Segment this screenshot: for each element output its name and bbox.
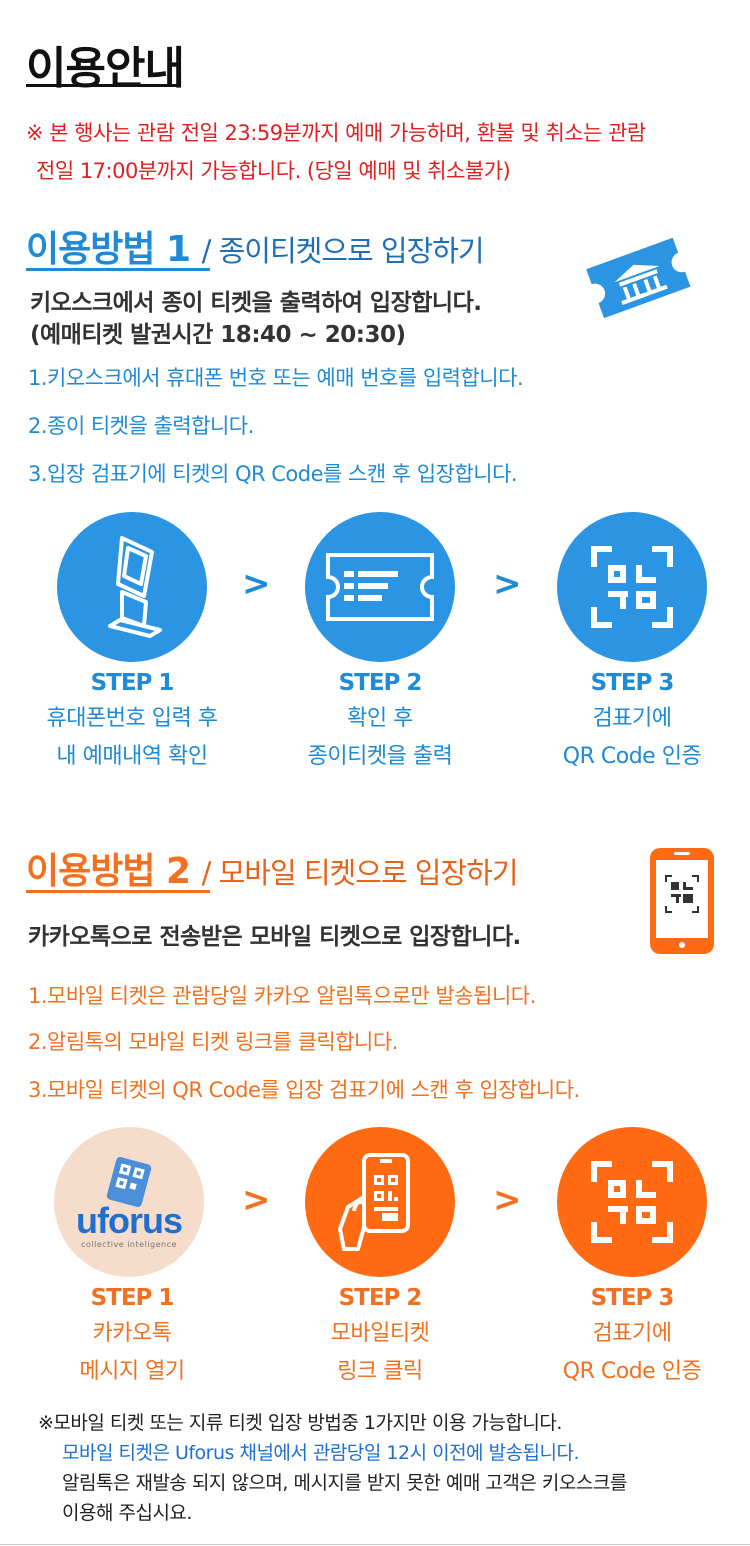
hand-phone-qr-icon <box>305 1127 455 1277</box>
method2-heading-label: 이용방법 2 <box>26 851 191 892</box>
method2-step-2-line2: 링크 클릭 <box>337 1359 423 1384</box>
method1-step-text-1: 1.키오스크에서 휴대폰 번호 또는 예매 번호를 입력합니다. <box>28 366 524 390</box>
method2-step-1-line2: 메시지 열기 <box>79 1359 185 1384</box>
method1-step-1: STEP 1 휴대폰번호 입력 후 내 예매내역 확인 <box>12 670 252 776</box>
method2-heading-underline <box>26 890 210 893</box>
footer-line-1: ※모바일 티켓 또는 지류 티켓 입장 방법중 1가지만 이용 가능합니다. <box>38 1412 562 1434</box>
method1-heading-label: 이용방법 1 <box>26 229 191 270</box>
ticket-icon <box>305 512 455 662</box>
method1-step-1-label: STEP 1 <box>90 670 175 696</box>
kiosk-icon <box>57 512 207 662</box>
uforus-logo-text: uforus <box>76 1199 183 1241</box>
method2-step-2-label: STEP 2 <box>338 1285 423 1311</box>
method2-heading: 이용방법 2 / 모바일 티켓으로 입장하기 <box>26 842 519 894</box>
method1-lead-1: 키오스크에서 종이 티켓을 출력하여 입장합니다. <box>30 290 482 316</box>
step-arrow-3: > <box>242 1180 271 1220</box>
method1-subheading: / 종이티켓으로 입장하기 <box>201 234 485 268</box>
uforus-ticket-qr-icon <box>106 1156 152 1207</box>
method1-step-2: STEP 2 확인 후 종이티켓을 출력 <box>260 670 500 776</box>
method2-subheading: / 모바일 티켓으로 입장하기 <box>201 856 519 890</box>
footer-line-4: 이용해 주십시요. <box>62 1502 192 1524</box>
method2-step-3-line2: QR Code 인증 <box>562 1359 702 1384</box>
step-arrow-4: > <box>493 1180 522 1220</box>
qr-scan-icon-2 <box>557 1127 707 1277</box>
uforus-logo: uforus collective inteligence <box>54 1127 204 1277</box>
method1-step-1-line1: 휴대폰번호 입력 후 <box>46 706 218 731</box>
notice-line-1: ※ 본 행사는 관람 전일 23:59분까지 예매 가능하며, 환불 및 취소는… <box>26 121 646 145</box>
uforus-logo-wordmark: uforus <box>76 1199 183 1241</box>
method1-step-2-line2: 종이티켓을 출력 <box>307 744 453 769</box>
method1-heading-underline <box>26 268 210 271</box>
method1-step-2-label: STEP 2 <box>338 670 423 696</box>
step-arrow-1: > <box>242 564 271 604</box>
footer-line-2: 모바일 티켓은 Uforus 채널에서 관람당일 12시 이전에 발송됩니다. <box>62 1442 580 1464</box>
method1-step-1-line2: 내 예매내역 확인 <box>56 744 208 769</box>
method2-step-3: STEP 3 검표기에 QR Code 인증 <box>512 1285 750 1391</box>
footer-notes: ※모바일 티켓 또는 지류 티켓 입장 방법중 1가지만 이용 가능합니다. 모… <box>38 1408 738 1528</box>
method1-step-3-label: STEP 3 <box>590 670 675 696</box>
method1-lead-2: (예매티켓 발권시간 18:40 ~ 20:30) <box>30 322 406 348</box>
method2-step-text-2: 2.알림톡의 모바일 티켓 링크를 클릭합니다. <box>28 1030 398 1054</box>
method1-step-2-line1: 확인 후 <box>347 706 413 731</box>
bottom-divider <box>0 1544 750 1545</box>
method1-step-3: STEP 3 검표기에 QR Code 인증 <box>512 670 750 776</box>
method1-step-3-line2: QR Code 인증 <box>562 744 702 769</box>
method2-step-3-line1: 검표기에 <box>592 1321 672 1346</box>
method2-step-1: STEP 1 카카오톡 메시지 열기 <box>12 1285 252 1391</box>
step-arrow-2: > <box>493 564 522 604</box>
method2-lead-1: 카카오톡으로 전송받은 모바일 티켓으로 입장합니다. <box>28 924 521 950</box>
method2-step-text-3: 3.모바일 티켓의 QR Code를 입장 검표기에 스캔 후 입장합니다. <box>28 1078 580 1102</box>
notice-text: ※ 본 행사는 관람 전일 23:59분까지 예매 가능하며, 환불 및 취소는… <box>26 114 726 190</box>
uforus-logo-tagline: collective inteligence <box>81 1239 177 1249</box>
method1-step-text-2: 2.종이 티켓을 출력합니다. <box>28 414 254 438</box>
qr-scan-icon <box>557 512 707 662</box>
paper-ticket-palace-icon <box>582 222 694 332</box>
mobile-qr-icon <box>648 846 716 956</box>
title-underline <box>26 84 181 87</box>
method1-step-text-3: 3.입장 검표기에 티켓의 QR Code를 스캔 후 입장합니다. <box>28 462 518 486</box>
method1-step-3-line1: 검표기에 <box>592 706 672 731</box>
method2-step-1-line1: 카카오톡 <box>92 1321 172 1346</box>
method2-step-3-label: STEP 3 <box>590 1285 675 1311</box>
method2-step-2-line1: 모바일티켓 <box>330 1321 430 1346</box>
method2-step-2: STEP 2 모바일티켓 링크 클릭 <box>260 1285 500 1391</box>
method2-step-1-label: STEP 1 <box>90 1285 175 1311</box>
notice-line-2: 전일 17:00분까지 가능합니다. (당일 예매 및 취소불가) <box>36 159 511 183</box>
footer-line-3: 알림톡은 재발송 되지 않으며, 메시지를 받지 못한 예매 고객은 키오스크를 <box>62 1472 627 1494</box>
method1-heading: 이용방법 1 / 종이티켓으로 입장하기 <box>26 220 485 272</box>
method2-step-text-1: 1.모바일 티켓은 관람당일 카카오 알림톡으로만 발송됩니다. <box>28 984 536 1008</box>
